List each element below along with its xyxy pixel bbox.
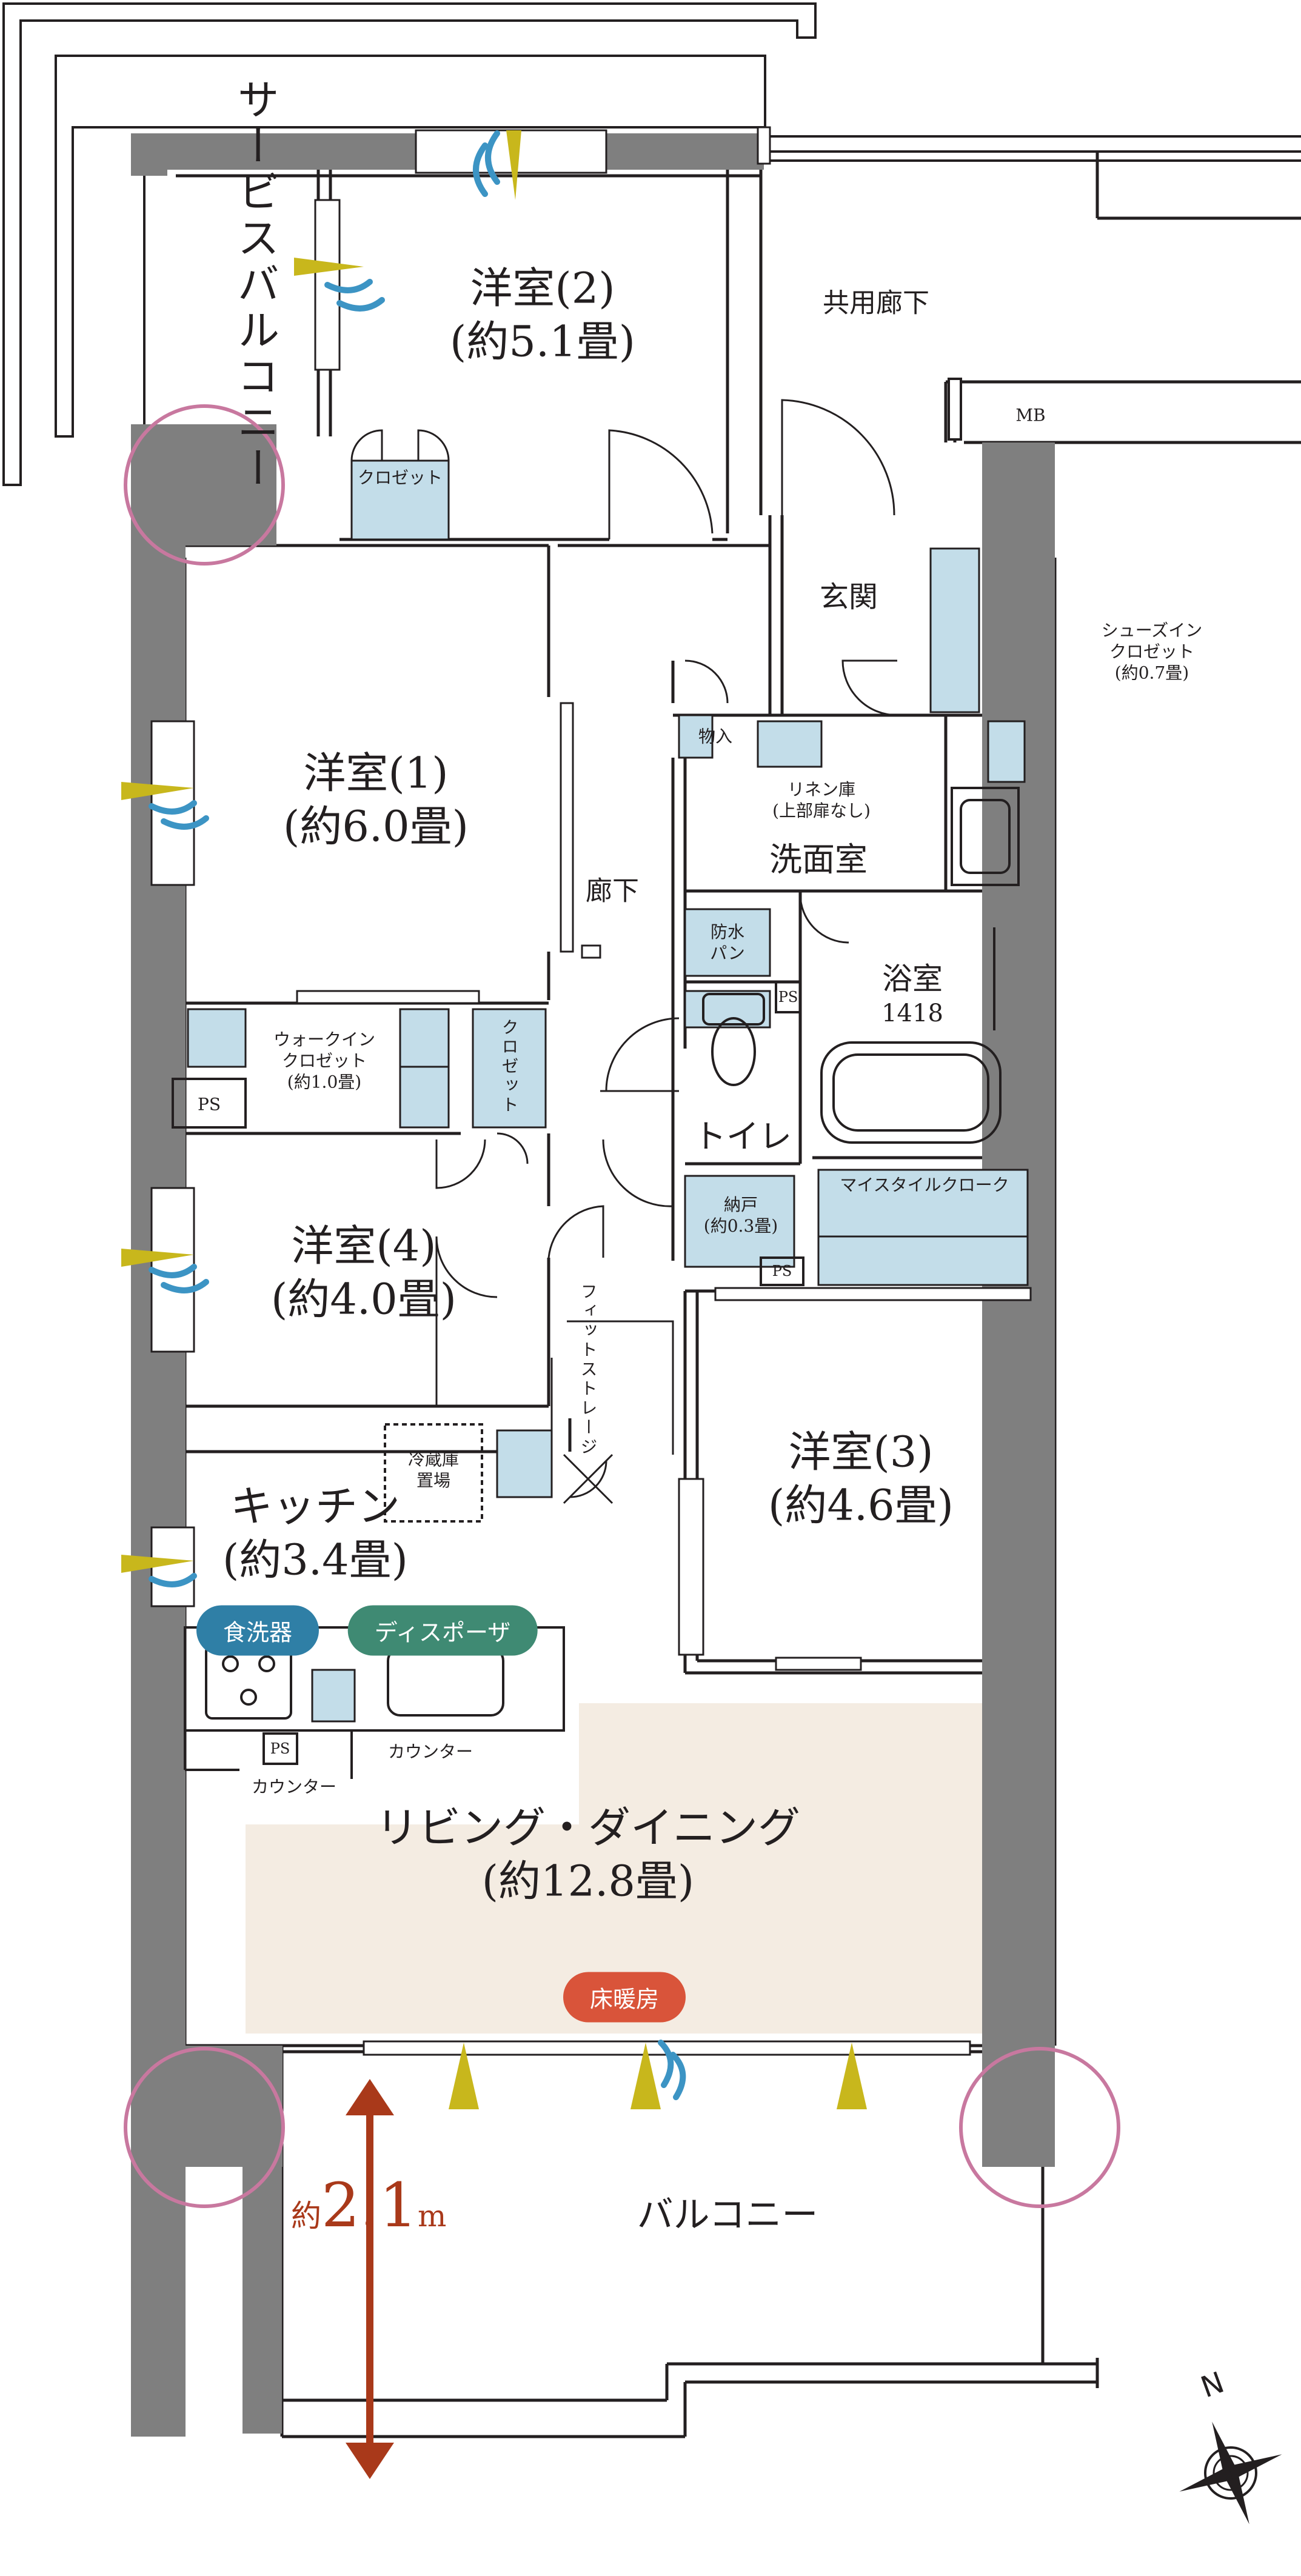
ps-label-2: PS [270,1740,290,1757]
fridge-line1: 冷蔵庫 [407,1449,460,1469]
room-western1-size: (約6.0畳) [283,801,469,851]
compass-rose-icon [1179,2421,1282,2524]
floor-heating-area [246,1703,994,2034]
room-western1: 洋室(1) (約6.0畳) [283,747,469,853]
room-living: リビング・ダイニング (約12.8畳) [376,1802,800,1908]
room-living-name: リビング・ダイニング [376,1803,800,1853]
room-service-balcony: サービスバルコニー [230,78,280,492]
closet2-label: クロゼット [357,467,443,488]
room-western2-size: (約5.1畳) [450,316,635,366]
room-hallway: 廊下 [586,875,639,907]
closet4-label: クロゼット [499,1018,520,1115]
fit-storage-label: フィットストレージ [578,1283,598,1457]
walkin-line1: ウォークイン [273,1029,376,1050]
floor-heating-badge: 床暖房 [563,1972,686,2023]
room-common-corridor: 共用廊下 [823,287,929,319]
vent-markers [121,130,867,2109]
mystyle-cloak-label: マイスタイルクローク [840,1175,1009,1195]
room-entrance: 玄関 [819,580,878,614]
room-balcony: バルコニー [637,2194,818,2237]
room-kitchen-name: キッチン [230,1481,400,1532]
linen-line1: リネン庫 [787,779,856,799]
walkin-line3: (約1.0畳) [287,1072,362,1092]
storage-areas [187,459,1029,1723]
room-washroom: 洗面室 [769,840,868,879]
fridge-space-label: 冷蔵庫 置場 [408,1449,459,1491]
counter-label-1: カウンター [387,1741,473,1762]
room-western3-name: 洋室(3) [788,1427,934,1477]
pan-line2: パン [710,943,745,963]
room-toilet: トイレ [694,1117,792,1156]
nando-line1: 納戸 [723,1195,758,1215]
dimension-unit: m [418,2198,447,2234]
shoes-line1: シューズイン [1101,620,1203,641]
pan-line1: 防水 [710,922,744,942]
disposer-badge: ディスポーザ [347,1605,538,1656]
room-western4: 洋室(4) (約4.0畳) [271,1220,457,1326]
nando-line2: (約0.3畳) [703,1216,778,1236]
shoes-line2: クロゼット [1109,641,1195,662]
ps-label-3: PS [778,989,798,1006]
windows [150,126,1032,2056]
mb-label: MB [1015,405,1046,425]
nando-label: 納戸 (約0.3畳) [704,1194,778,1236]
monoire-label: 物入 [698,726,733,747]
waterproof-pan-label: 防水 パン [710,921,744,964]
linen-label: リネン庫 (上部扉なし) [772,779,871,821]
room-bath: 浴室 1418 [881,960,943,1029]
column-highlight-circles [124,404,1120,2208]
room-western1-name: 洋室(1) [303,748,449,798]
ps-label-1: PS [197,1094,221,1115]
room-western3-size: (約4.6畳) [768,1480,954,1530]
room-western2-name: 洋室(2) [470,263,615,313]
room-bath-name: 浴室 [881,961,943,996]
room-western2: 洋室(2) (約5.1畳) [450,262,635,369]
door-swings [350,399,898,1504]
balcony-depth-dimension: 約2.1m [291,2170,446,2241]
counter-label-2: カウンター [251,1777,337,1797]
room-western3: 洋室(3) (約4.6畳) [768,1426,954,1532]
shoes-line3: (約0.7畳) [1114,662,1189,683]
room-bath-size: 1418 [881,999,943,1027]
walkin-closet-label: ウォークイン クロゼット (約1.0畳) [273,1029,375,1093]
room-kitchen-size: (約3.4畳) [222,1535,408,1584]
ps-label-4: PS [772,1263,792,1280]
service-balcony-frame [2,2,1301,486]
room-kitchen: キッチン (約3.4畳) [222,1481,408,1587]
dimension-value: 2.1 [321,2170,418,2241]
fridge-line2: 置場 [416,1470,451,1490]
balcony-depth-arrow [346,2079,394,2479]
room-western4-name: 洋室(4) [291,1221,436,1271]
dishwasher-badge: 食洗器 [196,1605,319,1656]
walkin-line2: クロゼット [281,1050,367,1071]
room-living-size: (約12.8畳) [481,1856,695,1906]
shoes-closet-label: シューズイン クロゼット (約0.7畳) [1102,620,1203,684]
dimension-prefix: 約 [291,2198,321,2234]
room-western4-size: (約4.0畳) [271,1274,457,1324]
linen-line2: (上部扉なし) [772,801,871,821]
